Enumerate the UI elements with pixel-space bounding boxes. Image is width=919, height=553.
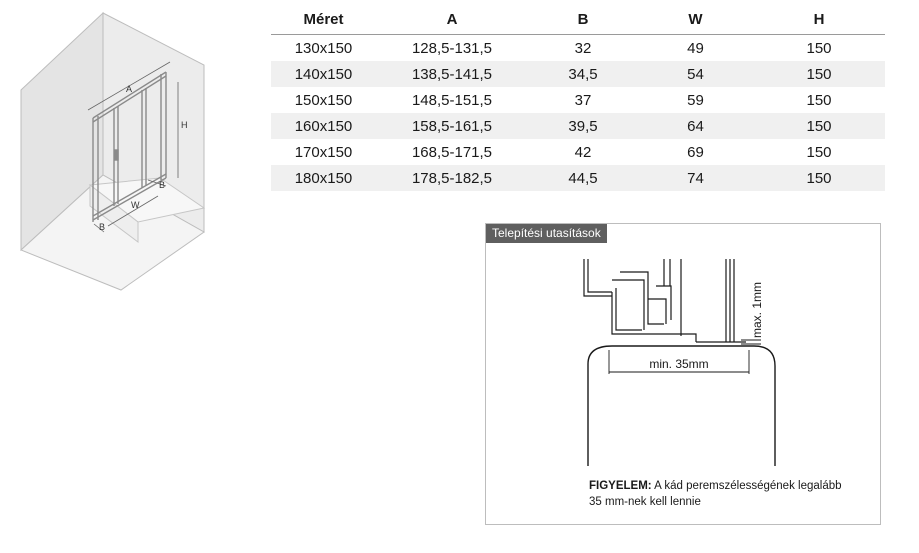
min-width-label: min. 35mm [649,357,708,371]
cell-h: 150 [806,143,832,161]
warning-label: FIGYELEM: [589,480,652,492]
cell-meret: 180x150 [271,165,376,191]
table-row: 160x150 158,5-161,5 39,5 64 150 [271,113,885,139]
room-walls [20,11,205,291]
dimension-lines [87,61,179,233]
cell-b: 34,5 [528,61,638,87]
cell-b: 37 [574,91,592,109]
cell-a: 158,5-161,5 [376,113,528,139]
label-b-right: B [159,180,165,190]
table-header-row: Méret A B W H [271,4,885,35]
header-a: A [376,4,528,35]
shower-enclosure-diagram: A H B W B [20,11,206,291]
cell-w: 59 [687,91,704,109]
cell-a: 138,5-141,5 [376,61,528,87]
cell-w: 49 [687,39,704,57]
cell-w: 74 [638,165,753,191]
cell-meret: 130x150 [294,39,353,57]
cell-h: 150 [806,91,832,109]
installation-instructions: min. 35mm max. 1mm Telepítési utasítások… [485,223,881,525]
table-row: 170x150 168,5-171,5 42 69 150 [271,139,885,165]
cell-b: 42 [574,143,592,161]
label-w: W [131,200,140,210]
table-row: 150x150 148,5-151,5 37 59 150 [271,87,885,113]
cell-a: 168,5-171,5 [411,143,493,161]
profile-cross-section-drawing: min. 35mm max. 1mm [583,259,776,466]
cell-w: 69 [687,143,704,161]
table-row: 130x150 128,5-131,5 32 49 150 [271,35,885,62]
installation-tab: Telepítési utasítások [486,224,607,243]
max-gap-label: max. 1mm [750,282,764,338]
min-width-dimension [608,350,750,374]
cell-b: 44,5 [528,165,638,191]
max-gap-dimension [741,339,761,345]
table-row: 180x150 178,5-182,5 44,5 74 150 [271,165,885,191]
cell-meret: 160x150 [271,113,376,139]
cell-meret: 170x150 [294,143,353,161]
warning-note: FIGYELEM: A kád peremszélességének legal… [589,478,849,510]
cell-h: 150 [753,113,885,139]
label-a: A [126,84,132,94]
cell-b: 32 [574,39,592,57]
cell-h: 150 [806,39,832,57]
cell-w: 54 [638,61,753,87]
warning-text: A kád peremszélességének legalább 35 mm-… [589,480,842,508]
cell-a: 178,5-182,5 [376,165,528,191]
sliding-door-frame [92,71,167,222]
table-row: 140x150 138,5-141,5 34,5 54 150 [271,61,885,87]
cell-meret: 140x150 [271,61,376,87]
size-table: Méret A B W H 130x150 128,5-131,5 32 49 … [271,4,885,191]
frame-profile [583,259,746,343]
tub-rim [587,345,776,466]
cell-a: 128,5-131,5 [411,39,493,57]
cell-b: 39,5 [528,113,638,139]
label-b-left: B [99,222,105,232]
label-h: H [181,120,188,130]
cell-h: 150 [753,61,885,87]
header-h: H [753,4,885,35]
header-b: B [528,4,638,35]
header-w: W [638,4,753,35]
cell-meret: 150x150 [294,91,353,109]
cell-w: 64 [638,113,753,139]
cell-h: 150 [753,165,885,191]
header-meret: Méret [271,4,376,35]
cell-a: 148,5-151,5 [411,91,493,109]
